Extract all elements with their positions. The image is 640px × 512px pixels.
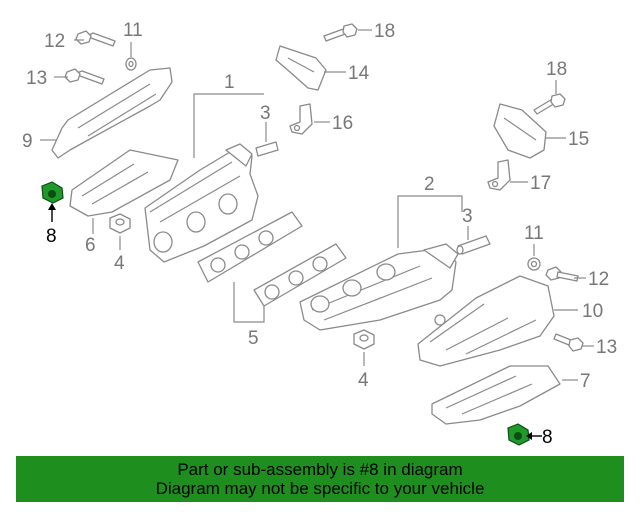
nut-4-left bbox=[109, 213, 131, 234]
gasket-5-b bbox=[253, 243, 347, 307]
callout-9: 9 bbox=[22, 131, 33, 152]
callout-11-top: 11 bbox=[123, 20, 143, 41]
bolt-18-right bbox=[533, 93, 566, 115]
callout-13-right: 13 bbox=[596, 337, 617, 358]
bolt-12-right bbox=[545, 266, 579, 282]
callout-7: 7 bbox=[580, 371, 591, 392]
arrow-8a bbox=[48, 203, 56, 210]
callout-8-right: 8 bbox=[542, 427, 553, 448]
bracket-16 bbox=[289, 103, 313, 135]
nut-8-right-highlighted bbox=[507, 423, 530, 446]
bolt-13-top-left bbox=[64, 68, 105, 85]
banner-line-1: Part or sub-assembly is #8 in diagram bbox=[177, 460, 463, 479]
callout-4-lower: 4 bbox=[358, 370, 369, 391]
bolt-18-top bbox=[323, 23, 358, 42]
callout-10: 10 bbox=[582, 301, 603, 322]
washer-11-top-left bbox=[125, 57, 137, 71]
exhaust-manifold-1 bbox=[144, 143, 259, 263]
bolt-12-top-left bbox=[75, 30, 116, 47]
heat-shield-15 bbox=[493, 103, 547, 159]
callout-11-right: 11 bbox=[524, 223, 544, 244]
stud-3-lower bbox=[456, 235, 491, 255]
exhaust-manifold-2 bbox=[299, 243, 459, 331]
bracket-1 bbox=[193, 93, 264, 158]
parts-diagram: 12 11 13 9 6 8 4 bbox=[22, 20, 617, 448]
callout-16: 16 bbox=[332, 113, 353, 134]
bolt-13-right bbox=[553, 333, 584, 352]
info-banner: Part or sub-assembly is #8 in diagram Di… bbox=[16, 456, 624, 502]
callout-15: 15 bbox=[568, 129, 589, 150]
heat-shield-9 bbox=[51, 67, 173, 159]
callout-18-top: 18 bbox=[374, 21, 395, 42]
callout-18-right: 18 bbox=[546, 59, 567, 80]
bracket-5 bbox=[233, 282, 265, 323]
heat-shield-7 bbox=[431, 365, 561, 425]
callout-3-upper: 3 bbox=[260, 103, 271, 124]
callout-17: 17 bbox=[530, 173, 551, 194]
banner-line-2: Diagram may not be specific to your vehi… bbox=[155, 479, 485, 498]
callout-14: 14 bbox=[348, 63, 370, 84]
callout-2: 2 bbox=[424, 174, 435, 195]
washer-11-right bbox=[527, 257, 541, 271]
callout-4-left: 4 bbox=[114, 253, 125, 274]
nut-8-left-highlighted bbox=[41, 181, 64, 204]
callout-12-top: 12 bbox=[44, 31, 65, 52]
bracket-2 bbox=[397, 195, 463, 248]
callout-12-right: 12 bbox=[588, 269, 609, 290]
callout-13-top: 13 bbox=[26, 68, 47, 89]
heat-shield-14 bbox=[275, 45, 327, 91]
callout-1: 1 bbox=[224, 72, 235, 93]
heat-shield-10 bbox=[417, 275, 555, 367]
gasket-5-a bbox=[197, 211, 303, 283]
bracket-17 bbox=[487, 159, 511, 191]
callout-6: 6 bbox=[85, 235, 96, 256]
arrow-8b bbox=[526, 432, 532, 440]
stud-3-upper bbox=[255, 141, 279, 157]
nut-4-lower bbox=[353, 329, 375, 350]
callout-5: 5 bbox=[248, 328, 259, 349]
heat-shield-6 bbox=[69, 149, 179, 217]
callout-3-lower: 3 bbox=[462, 206, 473, 227]
callout-8-left: 8 bbox=[46, 226, 57, 247]
